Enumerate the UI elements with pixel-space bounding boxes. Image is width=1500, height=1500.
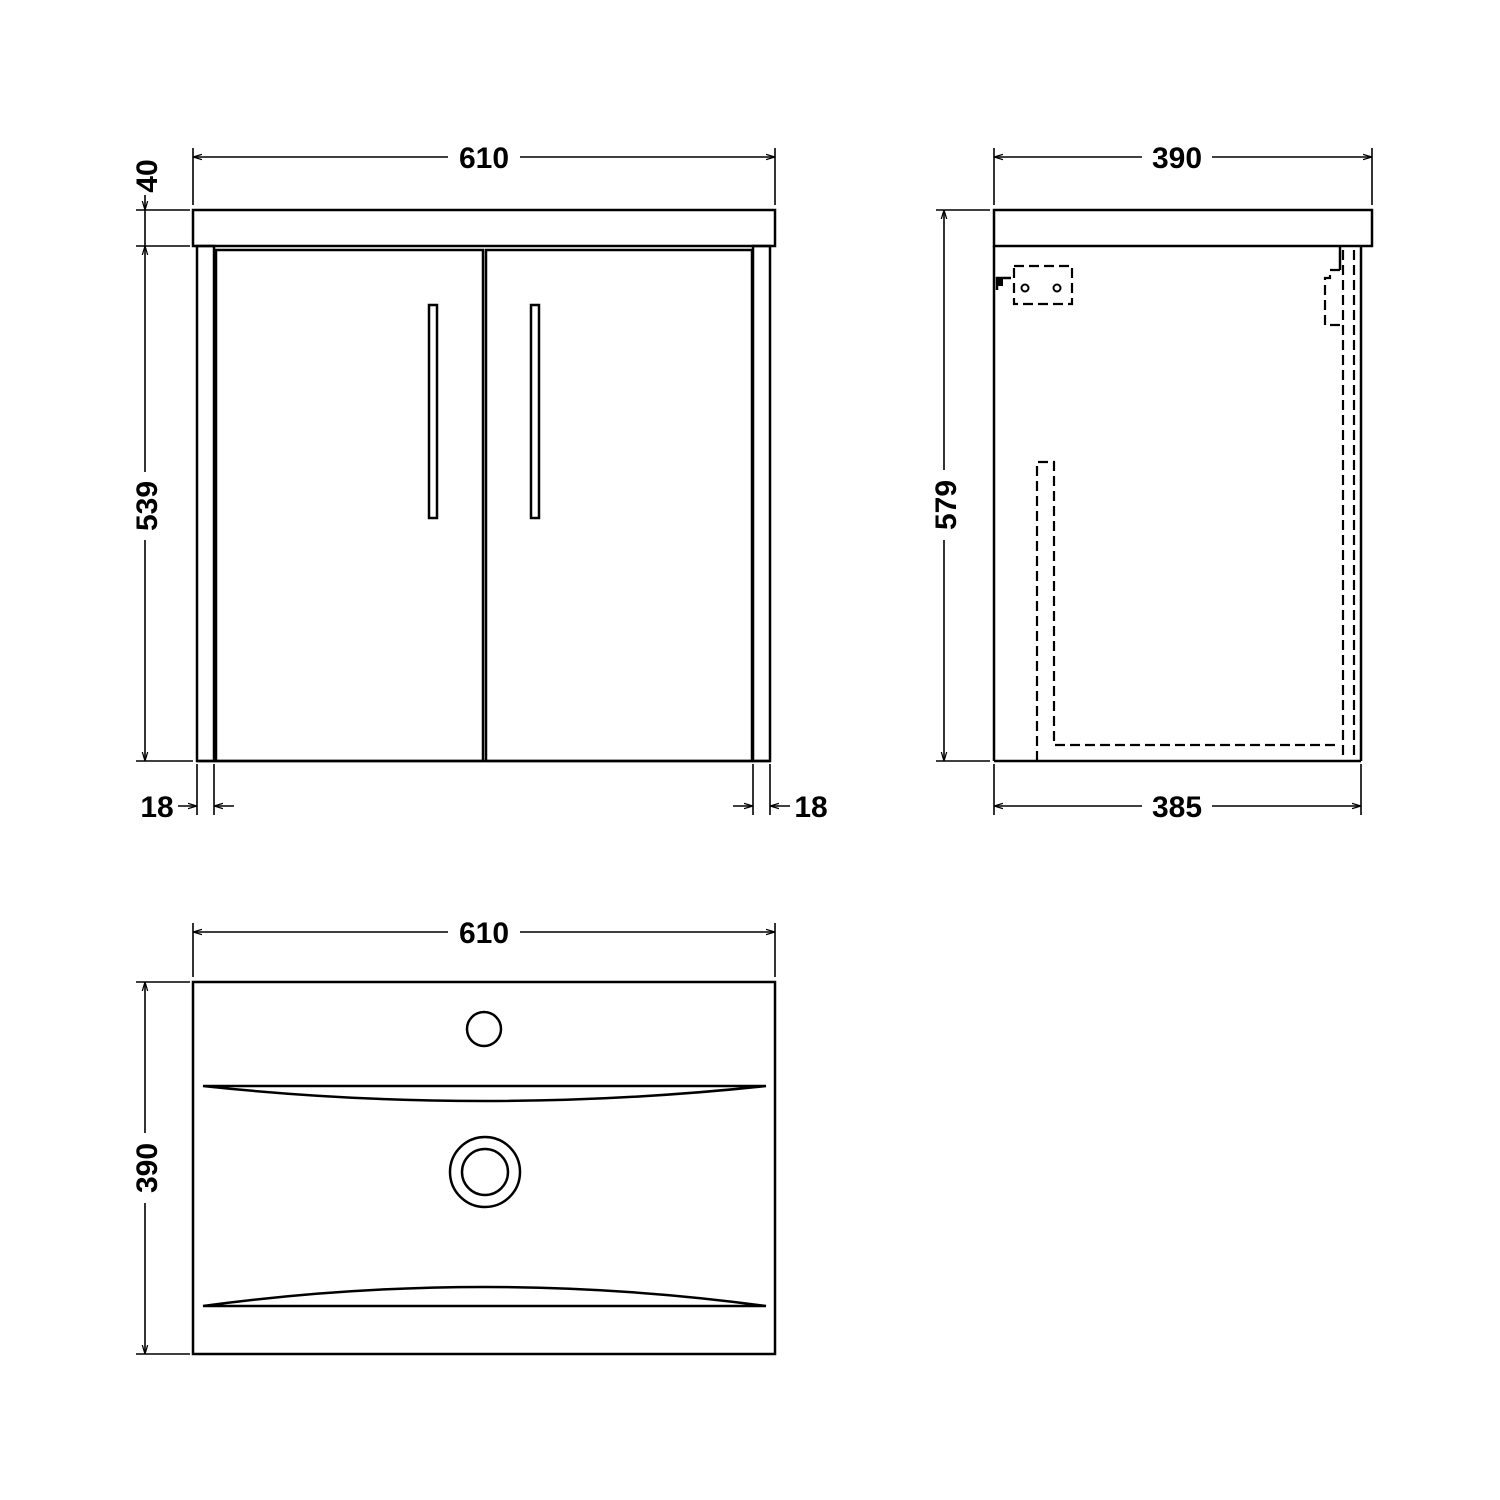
- tap-hole: [465, 1010, 503, 1048]
- front-worktop: [191, 208, 777, 248]
- interior-hidden: [1035, 460, 1340, 761]
- bowl-top-edge: [202, 1084, 767, 1103]
- left-panel-thickness-dimension: 18: [140, 764, 234, 824]
- front-right-side-panel: [751, 244, 772, 763]
- side-depth-bottom-label: 385: [1152, 791, 1202, 824]
- top-depth-dimension: 390: [131, 981, 190, 1355]
- front-width-label: 610: [459, 142, 509, 175]
- right-panel-thickness-dimension: 18: [733, 764, 828, 824]
- front-left-door: [214, 248, 485, 763]
- top-width-dimension: 610: [192, 917, 776, 977]
- side-view: 390 579 385: [930, 142, 1374, 824]
- front-view: 610 40 539 18 18: [131, 142, 828, 824]
- bracket-screw-right: [1052, 283, 1062, 293]
- top-width-label: 610: [459, 917, 509, 950]
- side-height-dimension: 579: [930, 209, 990, 762]
- bracket-screw-left: [1020, 283, 1030, 293]
- front-right-door: [484, 248, 754, 763]
- side-depth-top-dimension: 390: [993, 142, 1373, 205]
- waste-outer: [448, 1135, 522, 1209]
- front-width-dimension: 610: [192, 142, 776, 205]
- side-depth-bottom-dimension: 385: [993, 764, 1362, 824]
- top-height-label: 40: [131, 159, 164, 192]
- right-door-handle: [529, 303, 541, 520]
- hinge-hidden: [1323, 268, 1340, 327]
- waste-inner: [460, 1147, 510, 1197]
- body-height-label: 539: [131, 481, 164, 531]
- left-door-handle: [427, 303, 439, 520]
- side-depth-top-label: 390: [1152, 142, 1202, 175]
- top-depth-label: 390: [131, 1143, 164, 1193]
- right-panel-thickness-label: 18: [794, 791, 827, 824]
- top-view: 610 390: [131, 917, 777, 1356]
- front-left-side-panel: [195, 244, 216, 763]
- bowl-bottom-edge: [202, 1285, 767, 1308]
- left-panel-thickness-label: 18: [140, 791, 173, 824]
- front-height-dimensions: 40 539: [131, 159, 193, 762]
- basin-outline: [191, 980, 777, 1356]
- side-height-label: 579: [930, 480, 963, 530]
- side-worktop: [992, 208, 1374, 248]
- wall-bracket-hidden: [1012, 264, 1074, 306]
